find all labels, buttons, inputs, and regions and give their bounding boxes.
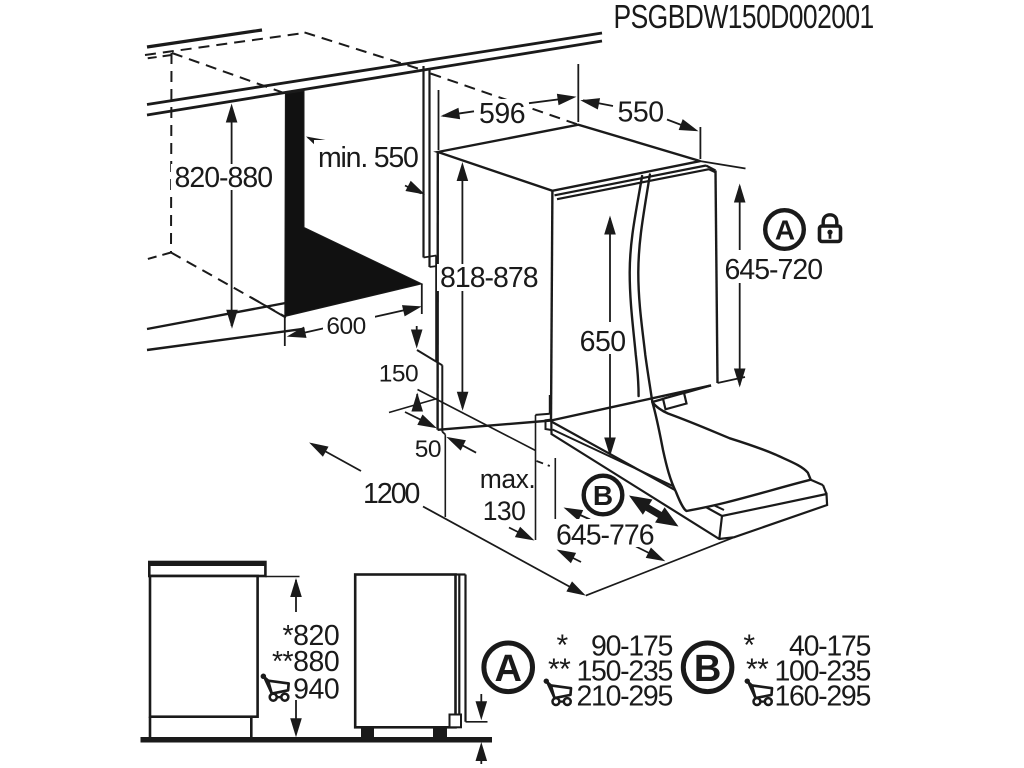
svg-text:**880: **880 [272, 646, 339, 678]
svg-text:160-295: 160-295 [775, 681, 871, 713]
svg-text:818-878: 818-878 [440, 262, 538, 294]
svg-text:650: 650 [580, 326, 626, 358]
svg-text:1200: 1200 [363, 478, 420, 510]
svg-text:A: A [775, 215, 795, 246]
svg-text:150-235: 150-235 [577, 656, 673, 688]
svg-text:150: 150 [379, 361, 418, 388]
svg-text:130: 130 [483, 496, 526, 526]
svg-text:min. 550: min. 550 [318, 142, 418, 174]
svg-text:40-175: 40-175 [789, 631, 870, 663]
svg-text:*: * [743, 629, 755, 662]
svg-text:645-776: 645-776 [556, 520, 654, 552]
svg-text:940: 940 [293, 674, 339, 706]
svg-text:**: ** [548, 653, 571, 686]
svg-text:A: A [494, 648, 521, 690]
svg-text:820-880: 820-880 [175, 162, 273, 194]
svg-text:100-235: 100-235 [775, 656, 871, 688]
svg-text:B: B [694, 648, 721, 690]
svg-text:*: * [557, 629, 569, 662]
svg-text:210-295: 210-295 [577, 681, 673, 713]
svg-text:**: ** [746, 653, 769, 686]
svg-text:B: B [593, 480, 613, 511]
svg-text:90-175: 90-175 [591, 631, 672, 663]
svg-text:PSGBDW150D002001: PSGBDW150D002001 [614, 0, 874, 36]
svg-text:596: 596 [479, 98, 525, 130]
svg-text:max.: max. [480, 464, 535, 494]
svg-text:*820: *820 [283, 620, 340, 652]
svg-text:645-720: 645-720 [725, 254, 823, 286]
svg-text:600: 600 [326, 313, 365, 340]
svg-text:50: 50 [415, 436, 441, 463]
svg-text:550: 550 [618, 97, 664, 129]
